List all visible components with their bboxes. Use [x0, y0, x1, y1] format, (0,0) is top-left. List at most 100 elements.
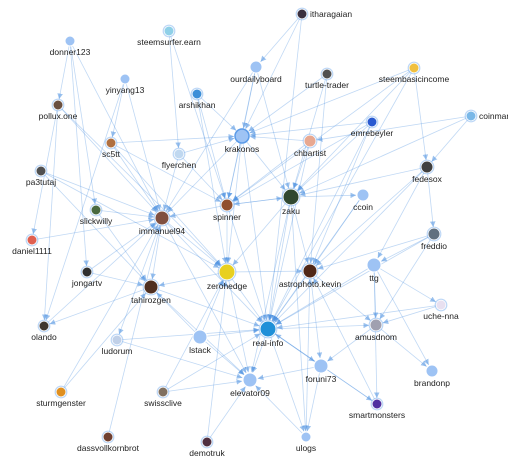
node-circle-ccoin[interactable] — [356, 188, 370, 202]
node-itharagaian[interactable]: itharagaian — [295, 7, 352, 21]
node-yinyang13[interactable]: yinyang13 — [106, 73, 145, 95]
node-circle-istack[interactable] — [192, 329, 208, 345]
edge-amusdnom-to-foruni73 — [327, 324, 377, 362]
node-circle-ttg[interactable] — [366, 257, 382, 273]
node-real-info[interactable]: real-info — [253, 319, 284, 348]
edge-real-info-to-amusdnom — [267, 322, 370, 330]
node-olando[interactable]: olando — [31, 319, 57, 342]
avatar-icon-zaku[interactable] — [282, 188, 300, 206]
avatar-icon-arshikhan[interactable] — [191, 88, 203, 100]
node-pa3tutaj[interactable]: pa3tutaj — [26, 164, 56, 187]
avatar-icon-daniel1111[interactable] — [26, 234, 38, 246]
node-zaku[interactable]: zaku — [281, 187, 301, 216]
avatar-icon-fedesox[interactable] — [420, 160, 434, 174]
node-astrophoto.kevin[interactable]: astrophoto.kevin — [279, 262, 342, 289]
avatar-icon-pa3tutaj[interactable] — [35, 165, 47, 177]
avatar-icon-astrophoto.kevin[interactable] — [302, 263, 318, 279]
edge-pa3tutaj-to-tahirozgen — [40, 170, 146, 282]
node-label-dassvollkornbrot: dassvollkornbrot — [77, 443, 140, 453]
node-steembasicincome[interactable]: steembasicincome — [379, 61, 450, 84]
node-chbartist[interactable]: chbartist — [294, 133, 327, 158]
node-freddio[interactable]: freddio — [421, 226, 447, 251]
node-ludorum[interactable]: ludorum — [102, 333, 133, 356]
node-sc5tt[interactable]: sc5tt — [102, 136, 121, 159]
node-circle-donner123[interactable] — [64, 35, 76, 47]
node-donner123[interactable]: donner123 — [50, 35, 91, 57]
node-steemsurfer[interactable]: steemsurfer.earn — [137, 24, 201, 47]
avatar-icon-real-info[interactable] — [259, 320, 277, 338]
node-pollux.one[interactable]: pollux.one — [39, 98, 78, 121]
node-daniel1111[interactable]: daniel1111 — [12, 233, 52, 256]
node-tahirozgen[interactable]: tahirozgen — [131, 278, 171, 305]
edge-real-info-to-ulogs — [267, 328, 305, 432]
node-fedesox[interactable]: fedesox — [412, 159, 443, 184]
node-immanuel94[interactable]: immanuel94 — [139, 209, 186, 236]
edge-chbartist-to-krakonos — [249, 134, 311, 142]
node-ourdailyboard[interactable]: ourdailyboard — [230, 60, 282, 84]
node-foruni73[interactable]: foruni73 — [306, 358, 337, 384]
node-amusdnom[interactable]: amusdnom — [355, 317, 397, 342]
node-coinmarketcal[interactable]: coinmarketcal — [464, 109, 508, 123]
node-ccoin[interactable]: ccoin — [353, 188, 373, 212]
node-circle-brandonp[interactable] — [425, 364, 439, 378]
node-circle-elevator09[interactable] — [242, 372, 258, 388]
node-ttg[interactable]: ttg — [366, 257, 382, 283]
node-circle-foruni73[interactable] — [313, 358, 329, 374]
avatar-icon-zerohedge[interactable] — [218, 263, 236, 281]
avatar-icon-swissclive[interactable] — [157, 386, 169, 398]
node-label-zerohedge: zerohedge — [207, 281, 247, 291]
node-spinner[interactable]: spinner — [213, 197, 241, 222]
avatar-icon-immanuel94[interactable] — [154, 210, 170, 226]
node-swissclive[interactable]: swissclive — [144, 385, 182, 408]
node-circle-ourdailyboard[interactable] — [249, 60, 263, 74]
avatar-icon-steemsurfer[interactable] — [163, 25, 175, 37]
node-circle-ulogs[interactable] — [300, 431, 312, 443]
avatar-icon-slickwilly[interactable] — [90, 204, 102, 216]
node-dassvollkornbrot[interactable]: dassvollkornbrot — [77, 430, 140, 453]
node-istack[interactable]: lstack — [189, 329, 212, 355]
node-label-pollux.one: pollux.one — [39, 111, 78, 121]
edge-pollux.one-to-immanuel94 — [57, 104, 157, 213]
edge-ulogs-to-astrophoto.kevin — [305, 278, 313, 438]
avatar-icon-pollux.one[interactable] — [52, 99, 64, 111]
avatar-icon-ludorum[interactable] — [111, 334, 123, 346]
edge-olando-to-immanuel94 — [43, 223, 157, 327]
avatar-icon-flyerchen[interactable] — [173, 148, 185, 160]
node-jongartv[interactable]: jongartv — [71, 265, 103, 288]
node-smartmonsters[interactable]: smartmonsters — [349, 397, 405, 420]
node-uche-nna[interactable]: uche-nna — [423, 298, 459, 321]
avatar-icon-chbartist[interactable] — [303, 134, 317, 148]
avatar-icon-coinmarketcal[interactable] — [465, 110, 477, 122]
node-circle-yinyang13[interactable] — [119, 73, 131, 85]
avatar-icon-demotruk[interactable] — [201, 436, 213, 448]
avatar-icon-spinner[interactable] — [220, 198, 234, 212]
node-circle-krakonos[interactable] — [234, 128, 250, 144]
avatar-icon-sc5tt[interactable] — [105, 137, 117, 149]
node-emrebeyler[interactable]: emrebeyler — [351, 115, 394, 138]
avatar-icon-uche-nna[interactable] — [435, 299, 447, 311]
node-demotruk[interactable]: demotruk — [189, 435, 225, 458]
node-elevator09[interactable]: elevator09 — [230, 372, 270, 398]
avatar-icon-dassvollkornbrot[interactable] — [102, 431, 114, 443]
avatar-icon-tahirozgen[interactable] — [143, 279, 159, 295]
node-turtle-trader[interactable]: turtle-trader — [305, 67, 349, 90]
avatar-icon-freddio[interactable] — [427, 227, 441, 241]
node-brandonp[interactable]: brandonp — [414, 364, 450, 388]
node-arshikhan[interactable]: arshikhan — [179, 87, 216, 110]
avatar-icon-itharagaian[interactable] — [296, 8, 308, 20]
node-zerohedge[interactable]: zerohedge — [207, 262, 247, 291]
node-sturmgenster[interactable]: sturmgenster — [36, 385, 86, 408]
node-ulogs[interactable]: ulogs — [296, 431, 316, 453]
avatar-icon-smartmonsters[interactable] — [371, 398, 383, 410]
node-flyerchen[interactable]: flyerchen — [162, 147, 197, 170]
avatar-icon-sturmgenster[interactable] — [55, 386, 67, 398]
node-slickwilly[interactable]: slickwilly — [80, 203, 113, 226]
avatar-icon-steembasicincome[interactable] — [408, 62, 420, 74]
avatar-icon-amusdnom[interactable] — [369, 318, 383, 332]
avatar-icon-emrebeyler[interactable] — [366, 116, 378, 128]
node-krakonos[interactable]: krakonos — [225, 128, 260, 154]
avatar-icon-jongartv[interactable] — [81, 266, 93, 278]
avatar-icon-turtle-trader[interactable] — [321, 68, 333, 80]
avatar-icon-olando[interactable] — [38, 320, 50, 332]
